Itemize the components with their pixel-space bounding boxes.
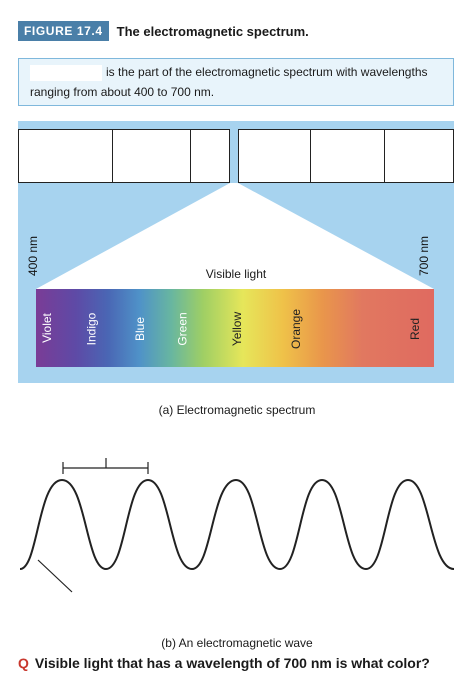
color-label-indigo: Indigo [84,312,99,346]
spectrum-segment-blank [384,129,454,183]
figure-number-badge: FIGURE 17.4 [18,21,109,41]
spectrum-caption: (a) Electromagnetic spectrum [158,403,316,417]
spectrum-segment-blank [18,129,114,183]
question-marker: Q [18,655,29,671]
color-label-orange: Orange [289,308,304,350]
definition-box: is the part of the electromagnetic spect… [18,58,454,106]
definition-line-2: ranging from about 400 to 700 nm. [30,85,215,99]
question-text: Visible light that has a wavelength of 7… [34,655,430,671]
visible-spectrum-bar [36,289,434,367]
visible-light-label: Visible light [205,267,267,281]
definition-line-1: is the part of the electromagnetic spect… [106,65,428,79]
spectrum-segment-blank [310,129,386,183]
spectrum-segment-blank [112,129,192,183]
color-label-blue: Blue [133,316,148,342]
spectrum-segment-blank [190,129,230,183]
color-label-red: Red [408,317,423,341]
color-label-green: Green [175,312,190,346]
color-label-violet: Violet [39,313,54,343]
wavelength-400-label: 400 nm [26,235,41,277]
figure-header: FIGURE 17.4 The electromagnetic spectrum… [18,20,309,42]
question: Q Visible light that has a wavelength of … [18,655,430,671]
definition-blank [30,65,102,81]
spectrum-panel: Visible light 400 nm 700 nm Violet Indig… [18,121,454,383]
wavelength-700-label: 700 nm [417,235,432,277]
wave-diagram [19,458,455,593]
figure-title: The electromagnetic spectrum. [116,23,309,39]
wave-caption: (b) An electromagnetic wave [161,636,313,650]
visible-light-wedge [36,183,434,289]
color-label-yellow: Yellow [230,311,245,347]
amplitude-pointer-line [37,559,73,593]
electromagnetic-wave [19,478,455,571]
